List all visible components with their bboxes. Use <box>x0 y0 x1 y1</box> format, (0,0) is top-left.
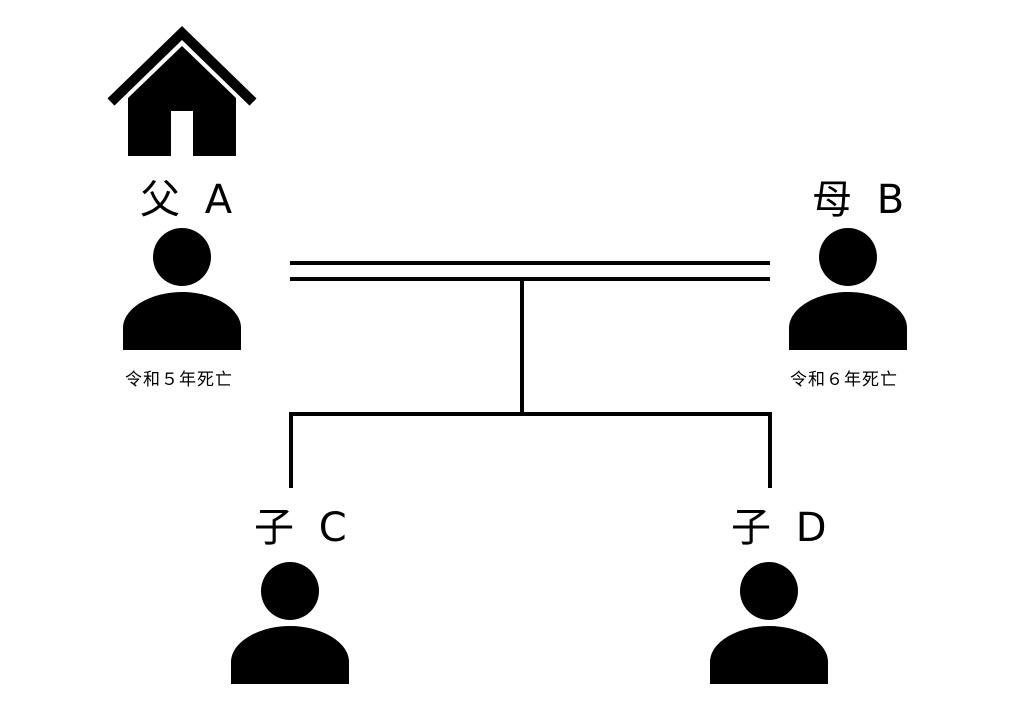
person-icon <box>231 562 349 684</box>
person-icon <box>710 562 828 684</box>
mother-name: 母 B <box>812 177 911 223</box>
father-name: 父 A <box>140 177 239 223</box>
house-icon <box>107 26 257 156</box>
father-death-note: 令和５年死亡 <box>125 370 233 390</box>
person-icon <box>123 228 241 350</box>
person-icon <box>789 228 907 350</box>
child-c-name: 子 C <box>254 505 353 551</box>
child-d-name: 子 D <box>731 505 833 551</box>
mother-death-note: 令和６年死亡 <box>790 370 898 390</box>
